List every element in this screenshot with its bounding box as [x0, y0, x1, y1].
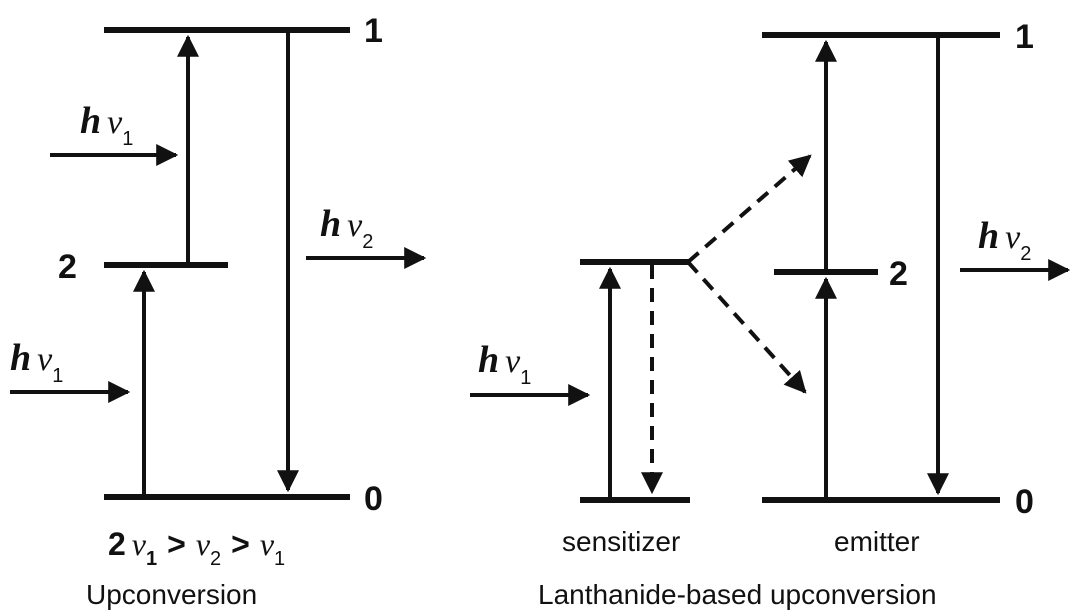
energy-transfer-arrow-upper: [686, 154, 812, 264]
emitter-label: emitter: [834, 526, 920, 557]
emitter-level-1-label: 1: [1015, 18, 1034, 56]
caption-lanthanide-upconversion: Lanthanide-based upconversion: [538, 579, 937, 610]
sensitizer-label: sensitizer: [562, 526, 680, 557]
emitter-level-2-label: 2: [889, 255, 908, 293]
caption-upconversion: Upconversion: [86, 579, 257, 610]
level-1-label: 1: [364, 12, 383, 50]
level-0-label: 0: [364, 480, 383, 518]
emitter-level-0-label: 0: [1015, 483, 1034, 521]
energy-transfer-arrow-lower: [686, 260, 807, 394]
level-2-label: 2: [58, 248, 77, 286]
